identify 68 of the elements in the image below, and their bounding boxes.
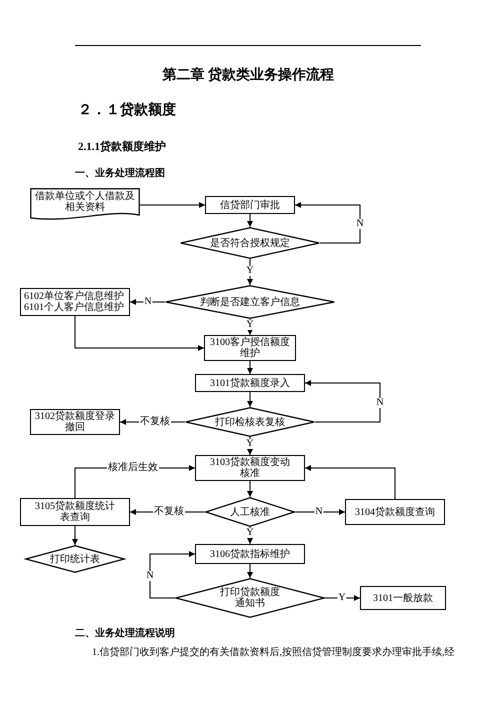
edge-label: Y	[245, 320, 255, 330]
decision-diamond	[25, 545, 125, 573]
edge-label: Y	[245, 528, 255, 538]
flow-arrow	[247, 480, 253, 498]
flow-arrow	[324, 595, 360, 601]
document-shape	[30, 188, 140, 222]
edge-label: Y	[245, 266, 255, 276]
process-box	[30, 409, 120, 435]
box-label: 6101个人客户信息维护	[24, 302, 124, 313]
document-label: 借款单位或个人借款及相关资料	[34, 190, 136, 212]
flow-arrow	[247, 564, 253, 578]
process-box	[195, 455, 305, 481]
edge-label: N	[375, 398, 385, 408]
flow-arrow	[247, 392, 253, 408]
flow-arrow	[74, 316, 204, 351]
flow-arrow	[304, 380, 380, 422]
box-label: 3101一般放款	[373, 592, 433, 604]
box-label: 6102单位客户信息维护	[24, 291, 124, 302]
decision-label: 打印统计表	[50, 554, 100, 564]
edge-label: N	[355, 219, 365, 229]
box-label: 信贷部门审批	[220, 200, 280, 210]
edge-label: Y	[337, 593, 347, 603]
flow-arrow	[247, 360, 253, 374]
box-label: 3101贷款额度录入	[210, 378, 290, 388]
decision-label: 是否符合授权规定	[210, 238, 290, 248]
process-box	[205, 196, 295, 214]
flow-arrow	[247, 214, 253, 228]
section-heading: ２．１贷款额度	[78, 103, 176, 119]
flow-arrow	[140, 202, 206, 208]
box-label: 3100客户授信额度维护	[209, 337, 291, 359]
box-label: 3105贷款额度统计表查询	[34, 501, 116, 523]
process-box	[204, 335, 296, 361]
subsection-heading: 2.1.1贷款额度维护	[78, 141, 166, 154]
decision-diamond	[180, 227, 320, 259]
process-box	[20, 498, 130, 526]
process-box	[20, 288, 130, 316]
edge-label: Y	[245, 439, 255, 449]
decision-diamond	[165, 285, 335, 319]
decision-diamond	[175, 578, 325, 618]
description-heading: 二、业务处理流程说明	[75, 628, 175, 640]
decision-label: 人工核准	[230, 506, 270, 518]
box-label: 3103贷款额度变动核准	[209, 457, 291, 479]
decision-label: 判断是否建立客户信息	[200, 296, 300, 308]
decision-label: 打印贷款额度通知书	[219, 587, 281, 609]
process-box	[195, 544, 305, 564]
decision-diamond	[185, 407, 315, 437]
description-text: 1.信贷部门收到客户提交的有关借款资料后,按照信贷管理制度要求办理审批手续,经	[92, 647, 454, 659]
box-label: 3102贷款额度登录撤回	[34, 411, 116, 433]
edge-label: N	[314, 507, 324, 517]
decision-diamond	[205, 497, 295, 527]
box-label: 3106贷款指标维护	[210, 548, 290, 560]
edge-label: N	[145, 571, 155, 581]
flowchart-heading: 一、业务处理流程图	[75, 168, 165, 180]
flow-arrow	[72, 526, 78, 546]
edge-label: 不复核	[139, 417, 171, 427]
box-label: 3104贷款额度查询	[355, 506, 435, 518]
process-box	[360, 586, 446, 610]
flow-arrow	[304, 465, 396, 500]
flow-arrow	[150, 551, 196, 598]
decision-label: 打印检核表复核	[215, 416, 285, 428]
edge-label: N	[143, 297, 153, 307]
flow-arrow	[294, 202, 360, 244]
process-box	[195, 374, 305, 392]
chapter-title: 第二章 贷款类业务操作流程	[162, 68, 334, 83]
flow-arrow	[294, 509, 346, 515]
process-box	[345, 499, 445, 525]
edge-label: 核准后生效	[107, 463, 159, 473]
edge-label: 不复核	[153, 507, 185, 517]
